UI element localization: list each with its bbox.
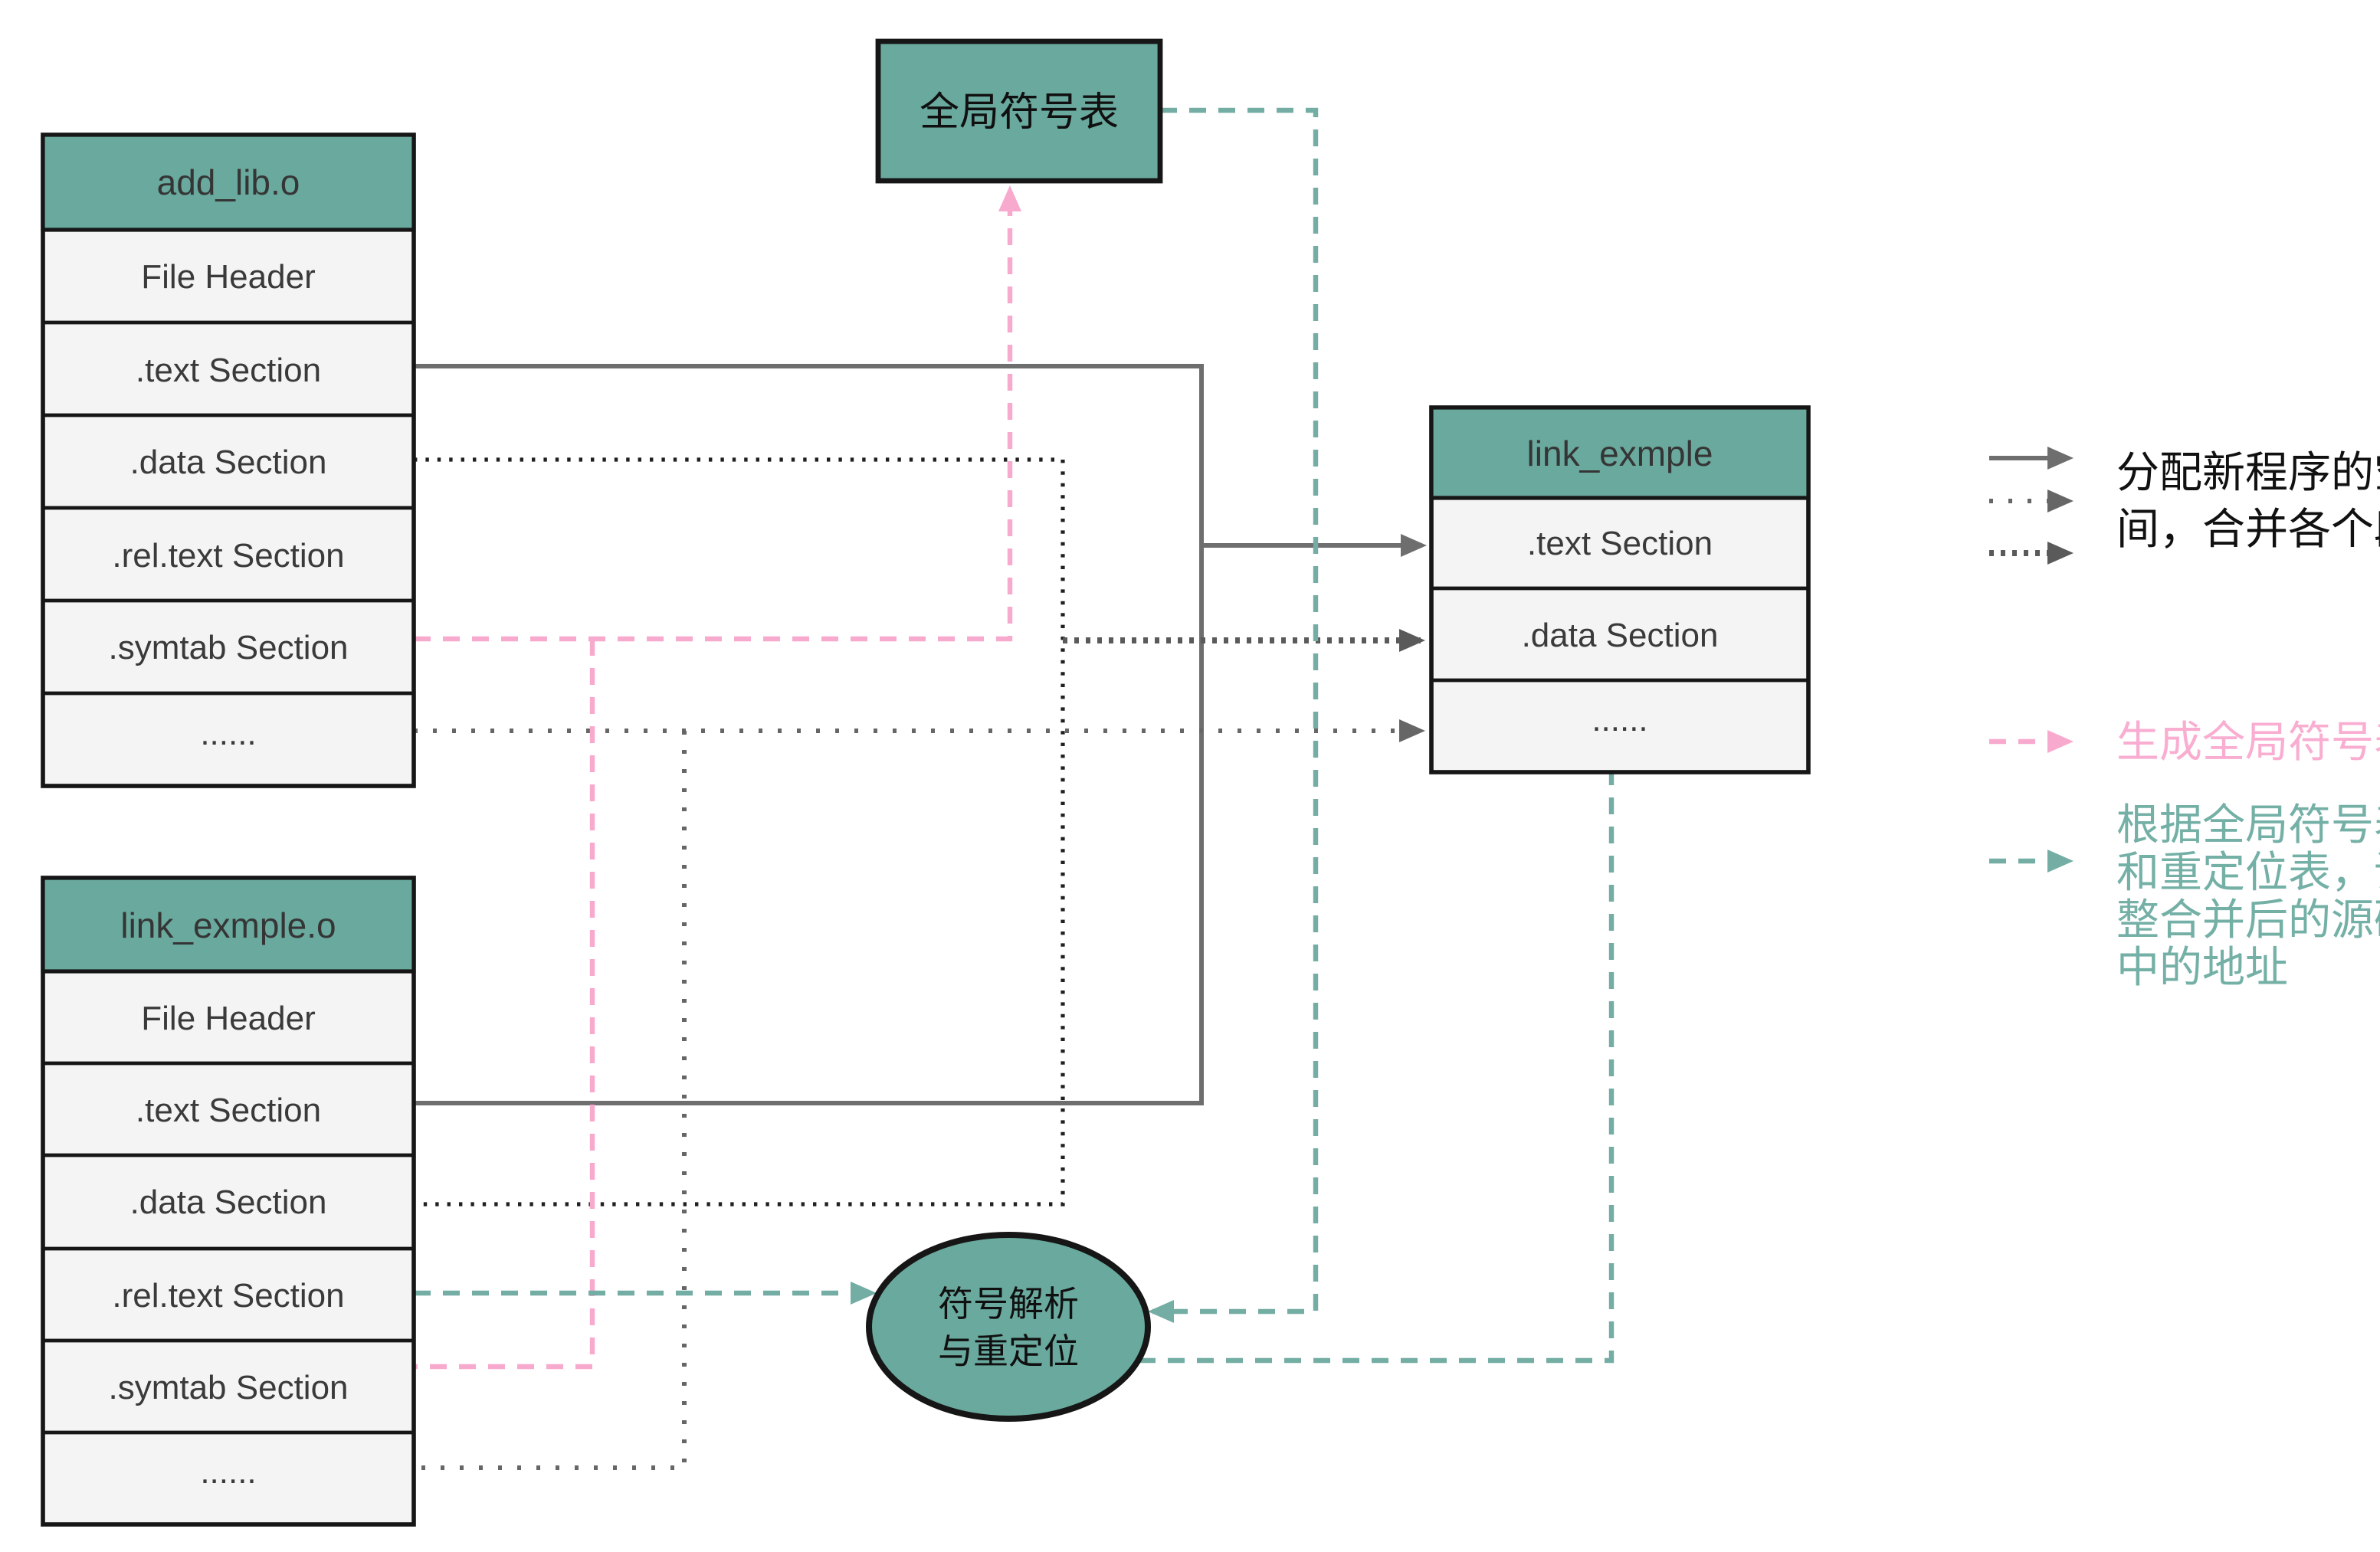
edge-data-sections-merge-loop — [414, 457, 1065, 1207]
link-exmple-o-frame — [41, 876, 416, 1527]
row-ellipsis: ...... — [200, 715, 256, 752]
row-symtab-section: .symtab Section — [108, 629, 348, 666]
row-data-section: .data Section — [130, 444, 327, 481]
row-text-section: .text Section — [136, 352, 321, 389]
edge-text-sections-merge-loop — [414, 364, 1204, 1105]
link-exmple-o-header — [41, 876, 416, 974]
row-text-section: .text Section — [1527, 525, 1713, 562]
global-symtab-title: 全局符号表 — [920, 90, 1119, 135]
edge-symtab-to-global-symtab — [414, 185, 1021, 642]
legend-merge-line1: 分配新程序的空 — [2116, 448, 2380, 496]
row-ellipsis: ...... — [1592, 701, 1647, 738]
add-lib-title: add_lib.o — [157, 162, 300, 202]
add-lib-header — [41, 133, 416, 232]
link-exmple-o-title: link_exmple.o — [120, 905, 336, 945]
box-global-symtab: 全局符号表 — [875, 38, 1163, 184]
row-text-section: .text Section — [136, 1092, 321, 1129]
row-symtab-section: .symtab Section — [108, 1369, 348, 1406]
add-lib-frame — [41, 133, 416, 788]
legend-merge-line2: 间，合并各个段 — [2116, 505, 2380, 553]
node-symbol-resolution: 符号解析 与重定位 — [866, 1232, 1151, 1422]
legend-relocate-line2: 和重定位表，调 — [2116, 848, 2380, 896]
box-link-exmple-output: link_exmple .text Section .data Section … — [1429, 405, 1811, 774]
row-ellipsis: ...... — [200, 1453, 256, 1491]
legend-gen-symtab-label: 生成全局符号表 — [2116, 718, 2380, 766]
resolver-ellipse — [866, 1232, 1151, 1422]
edge-resolver-to-output-data — [1139, 590, 1623, 1364]
edge-global-symtab-to-resolver — [1148, 107, 1319, 1323]
box-link-exmple-o: link_exmple.o File Header .text Section … — [41, 876, 416, 1527]
resolver-label-line2: 与重定位 — [938, 1331, 1079, 1371]
legend-relocate-line1: 根据全局符号表 — [2116, 801, 2380, 849]
global-symtab-frame — [875, 38, 1163, 184]
row-reltext-section: .rel.text Section — [112, 1277, 344, 1315]
edge-symtab2-branch — [414, 639, 595, 1370]
output-header — [1429, 405, 1811, 500]
legend-relocate-line4: 中的地址 — [2116, 943, 2288, 991]
edge-rest-sections-merge-loop — [414, 731, 687, 1470]
legend: 分配新程序的空 间，合并各个段 生成全局符号表 根据全局符号表 和重定位表，调 … — [1989, 447, 2380, 991]
row-reltext-section: .rel.text Section — [112, 537, 344, 575]
row-file-header: File Header — [141, 258, 315, 296]
row-file-header: File Header — [141, 1000, 315, 1037]
row-data-section: .data Section — [130, 1184, 327, 1221]
box-add-lib-o: add_lib.o File Header .text Section .dat… — [41, 133, 416, 788]
resolver-label-line1: 符号解析 — [938, 1284, 1079, 1324]
output-title: link_exmple — [1527, 434, 1713, 473]
legend-relocate-line3: 整合并后的源码 — [2116, 896, 2380, 944]
row-data-section: .data Section — [1522, 617, 1719, 654]
